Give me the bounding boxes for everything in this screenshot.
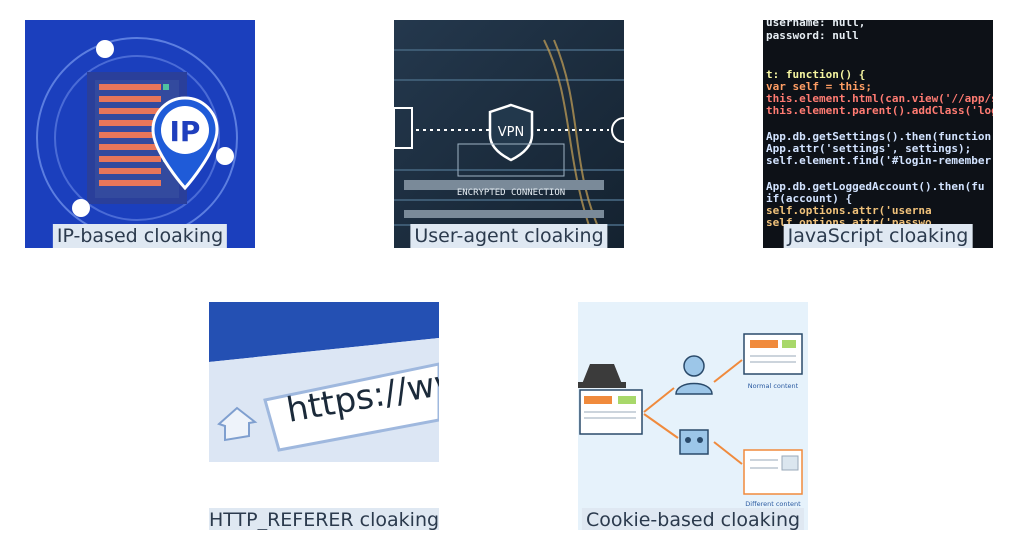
card-http-referer-cloaking[interactable]: https://www HTTP_REFERER cloaking <box>209 302 439 530</box>
svg-text:VPN: VPN <box>498 125 524 140</box>
code-line: password: null <box>766 29 859 42</box>
code-line: this.element.parent().addClass('login- <box>766 104 993 117</box>
code-line: App.db.getLoggedAccount().then(fu <box>766 180 985 193</box>
code-line: username: null, <box>766 20 865 29</box>
ip-server-icon: IP <box>25 20 255 248</box>
card-caption: HTTP_REFERER cloaking <box>209 508 439 530</box>
code-line: if(account) { <box>766 192 852 205</box>
different-content-label: Different content <box>745 500 801 508</box>
code-screen-icon: username: null, password: null t: functi… <box>763 20 993 248</box>
code-line: t: function() { <box>766 68 865 81</box>
card-ip-based-cloaking[interactable]: IP IP-based cloaking <box>25 20 255 248</box>
card-caption: JavaScript cloaking <box>783 224 973 248</box>
card-javascript-cloaking[interactable]: username: null, password: null t: functi… <box>763 20 993 248</box>
browser-address-bar-icon: https://www <box>209 302 439 530</box>
card-caption: User-agent cloaking <box>410 224 608 248</box>
code-line: var self = this; <box>766 80 872 93</box>
card-cookie-based-cloaking[interactable]: Normal content Different content Cookie-… <box>578 302 808 530</box>
code-line: self.options.attr('userna <box>766 204 932 217</box>
card-caption: IP-based cloaking <box>52 224 228 248</box>
code-line: self.element.find('#login-remember <box>766 154 992 167</box>
card-user-agent-cloaking[interactable]: VPN ENCRYPTED CONNECTION User-agent cloa… <box>394 20 624 248</box>
encrypted-connection-label: ENCRYPTED CONNECTION <box>457 188 565 198</box>
cookie-diagram-icon: Normal content Different content <box>578 302 808 530</box>
card-caption: Cookie-based cloaking <box>581 508 805 530</box>
normal-content-label: Normal content <box>748 382 799 390</box>
vpn-shield-icon: VPN ENCRYPTED CONNECTION <box>394 20 624 248</box>
svg-text:IP: IP <box>170 115 201 148</box>
code-line: App.attr('settings', settings); <box>766 142 971 155</box>
code-line: this.element.html(can.view('//app/src/ <box>766 92 993 105</box>
code-line: App.db.getSettings().then(function(set <box>766 130 993 143</box>
